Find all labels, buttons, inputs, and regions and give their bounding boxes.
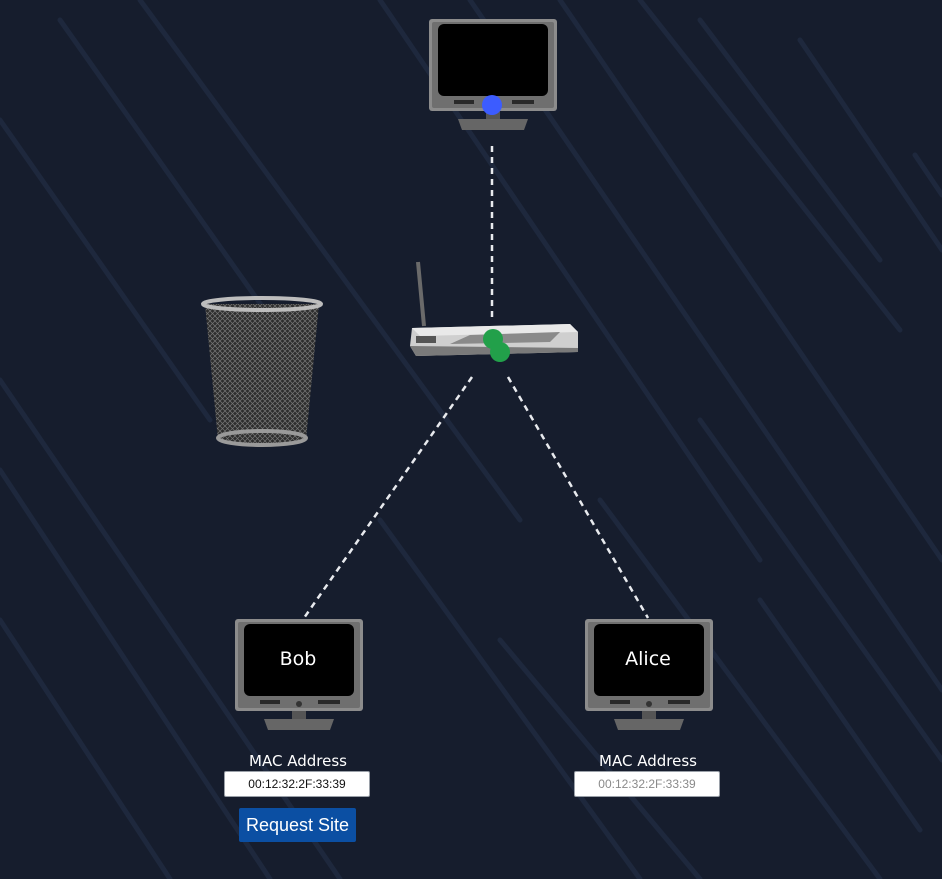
trash-bin[interactable] [200,296,324,456]
bob-name: Bob [279,648,317,670]
alice-name: Alice [625,648,671,670]
request-site-button[interactable]: Request Site [239,808,356,842]
router [410,258,580,370]
bob-computer: Bob [234,618,364,734]
link-router-bob [302,376,474,619]
bob-mac-input[interactable] [224,771,370,797]
trash-bin-icon [201,296,323,447]
monitor-icon [429,19,557,130]
link-router-alice [506,376,650,619]
monitor-icon [585,619,713,730]
status-indicator-green [490,342,510,362]
alice-mac-label: MAC Address [599,752,697,770]
top-computer [428,18,558,134]
bob-mac-label: MAC Address [249,752,347,770]
alice-mac-input [574,771,720,797]
monitor-icon [235,619,363,730]
alice-computer: Alice [584,618,714,734]
status-indicator-blue [482,95,502,115]
